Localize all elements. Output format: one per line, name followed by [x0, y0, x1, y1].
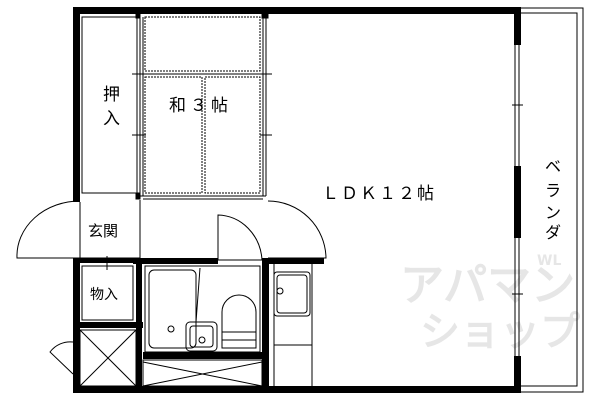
veranda-char-2: ラ	[545, 181, 561, 200]
oshiire-closet	[81, 13, 146, 200]
genkan-label: 玄関	[88, 222, 118, 240]
monoire-closet	[81, 256, 134, 321]
bathroom	[144, 265, 261, 353]
monoire-label: 物入	[90, 287, 118, 303]
watermark-superscript: WL	[537, 253, 561, 269]
washitsu-room	[132, 13, 272, 200]
veranda	[521, 7, 584, 393]
oshiire-label-1: 押	[103, 85, 120, 105]
watermark-line2: ショップ	[420, 309, 580, 355]
interior-walls	[73, 258, 324, 393]
veranda-char-3: ン	[545, 203, 561, 222]
watermark-line1: アパマン	[400, 260, 575, 311]
genkan-area	[16, 200, 327, 261]
veranda-windows	[512, 45, 523, 356]
ldk-label: ＬＤＫ１２帖	[322, 184, 436, 204]
veranda-char-4: ダ	[545, 223, 561, 242]
kitchen	[273, 264, 313, 386]
watermark: アパマン ショップ WL	[400, 253, 580, 355]
oshiire-label-2: 入	[103, 109, 120, 129]
veranda-char-1: ベ	[545, 157, 561, 176]
washitsu-label: 和３帖	[169, 96, 232, 116]
storage-x	[49, 329, 263, 387]
